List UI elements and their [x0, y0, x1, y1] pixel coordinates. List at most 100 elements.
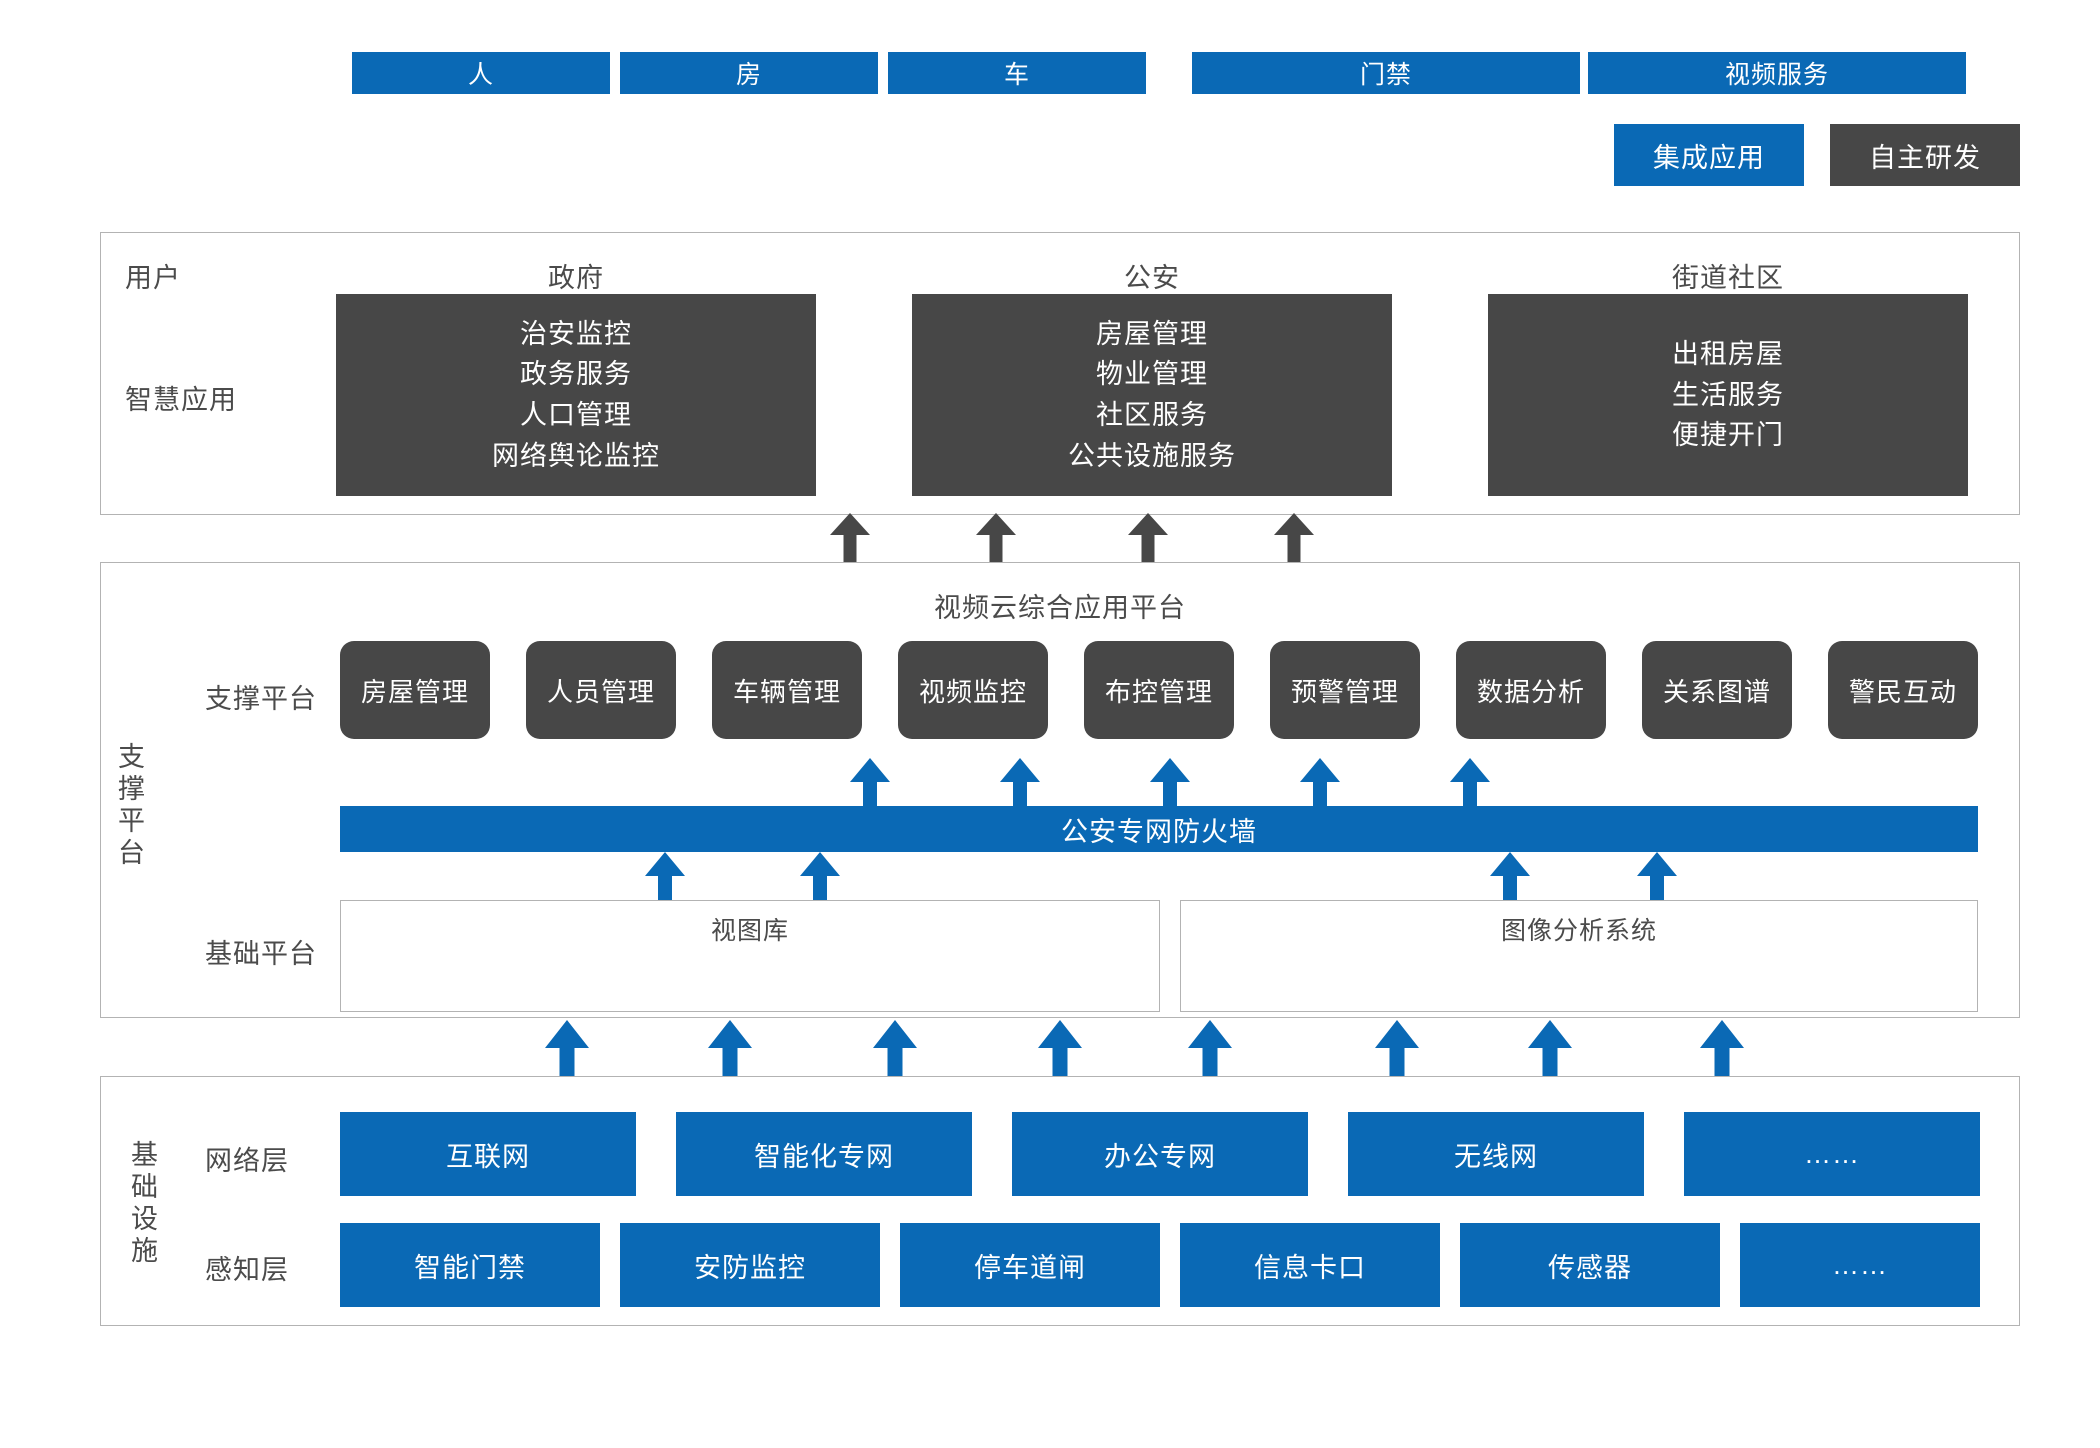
infrastructure-side-label: 基础设施: [127, 1140, 157, 1268]
perception-box-label: 传感器: [1548, 1252, 1632, 1283]
arrow-firewall-to-module-3: [1150, 758, 1190, 808]
network-box-label: 互联网: [446, 1141, 530, 1172]
arrow-infra-to-basic-2: [708, 1020, 752, 1076]
app-card-government: 治安监控 政务服务 人口管理 网络舆论监控: [336, 294, 816, 496]
support-module-label: 布控管理: [1104, 676, 1213, 707]
legend-label-self-developed: 自主研发: [1869, 142, 1981, 173]
app-column-title-street-community: 街道社区: [1672, 263, 1784, 293]
arrow-infra-to-basic-4: [1038, 1020, 1082, 1076]
row-label-user: 用户: [125, 263, 181, 293]
support-module-label: 房屋管理: [360, 676, 469, 707]
basic-chip-vehicle[interactable]: 车: [888, 52, 1146, 94]
arrow-infra-to-basic-3: [873, 1020, 917, 1076]
network-box-office-private-network[interactable]: 办公专网: [1012, 1112, 1308, 1196]
support-module-vehicle[interactable]: 车辆管理: [712, 641, 862, 739]
support-module-label: 视频监控: [918, 676, 1027, 707]
perception-box-security-surveillance[interactable]: 安防监控: [620, 1223, 880, 1307]
app-card-public-security: 房屋管理 物业管理 社区服务 公共设施服务: [912, 294, 1392, 496]
perception-box-label: 信息卡口: [1254, 1252, 1366, 1283]
network-box-label: ……: [1804, 1138, 1860, 1169]
arrow-infra-to-basic-1: [545, 1020, 589, 1076]
basic-chip-label: 车: [1003, 61, 1030, 89]
arrow-basic-to-firewall-1: [645, 852, 685, 902]
network-box-internet[interactable]: 互联网: [340, 1112, 636, 1196]
platform-title: 视频云综合应用平台: [934, 593, 1186, 623]
legend-item-integrated: 集成应用: [1614, 124, 1804, 186]
arrow-basic-to-firewall-2: [800, 852, 840, 902]
app-item-street-community-0: 出租房屋: [1672, 339, 1784, 370]
basic-chip-label: 门禁: [1359, 61, 1412, 89]
support-module-relationship-graph[interactable]: 关系图谱: [1642, 641, 1792, 739]
perception-box-ellipsis[interactable]: ……: [1740, 1223, 1980, 1307]
support-module-deployment-control[interactable]: 布控管理: [1084, 641, 1234, 739]
firewall-bar: 公安专网防火墙: [340, 806, 1978, 852]
app-item-government-1: 政务服务: [520, 359, 632, 390]
arrow-basic-to-firewall-3: [1490, 852, 1530, 902]
arrow-firewall-to-module-5: [1450, 758, 1490, 808]
support-module-label: 车辆管理: [732, 676, 841, 707]
firewall-label: 公安专网防火墙: [1061, 816, 1257, 847]
arrow-infra-to-basic-5: [1188, 1020, 1232, 1076]
support-module-police-public-interaction[interactable]: 警民互动: [1828, 641, 1978, 739]
support-module-housing[interactable]: 房屋管理: [340, 641, 490, 739]
row-label-basic-platform: 基础平台: [205, 939, 317, 969]
basic-group-view-library: 视图库: [340, 900, 1160, 1012]
app-item-public-security-3: 公共设施服务: [1068, 440, 1236, 471]
app-column-title-government: 政府: [548, 263, 604, 293]
perception-box-label: 智能门禁: [414, 1252, 526, 1283]
perception-box-information-checkpoint[interactable]: 信息卡口: [1180, 1223, 1440, 1307]
basic-chip-label: 人: [467, 61, 494, 89]
arrow-infra-to-basic-7: [1528, 1020, 1572, 1076]
arrow-firewall-to-module-4: [1300, 758, 1340, 808]
basic-group-title-view-library: 视图库: [710, 917, 789, 945]
basic-chip-person[interactable]: 人: [352, 52, 610, 94]
perception-box-parking-barrier[interactable]: 停车道闸: [900, 1223, 1160, 1307]
basic-chip-access-control[interactable]: 门禁: [1192, 52, 1580, 94]
perception-box-label: 停车道闸: [974, 1252, 1086, 1283]
row-label-support-platform: 支撑平台: [205, 684, 317, 714]
support-module-early-warning[interactable]: 预警管理: [1270, 641, 1420, 739]
platform-side-label: 支撑平台: [114, 742, 144, 870]
app-item-street-community-2: 便捷开门: [1672, 420, 1784, 451]
arrow-up-to-applications-1: [830, 513, 870, 563]
app-column-title-public-security: 公安: [1124, 263, 1180, 293]
perception-box-label: ……: [1832, 1249, 1888, 1280]
app-item-public-security-0: 房屋管理: [1096, 318, 1208, 349]
support-module-label: 人员管理: [546, 676, 655, 707]
arrow-firewall-to-module-1: [850, 758, 890, 808]
support-module-data-analysis[interactable]: 数据分析: [1456, 641, 1606, 739]
network-box-ellipsis[interactable]: ……: [1684, 1112, 1980, 1196]
network-box-label: 办公专网: [1104, 1141, 1216, 1172]
app-item-public-security-2: 社区服务: [1096, 400, 1208, 430]
arrow-firewall-to-module-2: [1000, 758, 1040, 808]
support-module-label: 预警管理: [1290, 676, 1399, 707]
perception-box-label: 安防监控: [694, 1252, 806, 1283]
app-item-government-0: 治安监控: [520, 318, 632, 349]
support-module-label: 数据分析: [1476, 676, 1585, 707]
legend-label-integrated: 集成应用: [1653, 142, 1765, 173]
basic-chip-video-service[interactable]: 视频服务: [1588, 52, 1966, 94]
app-item-public-security-1: 物业管理: [1096, 359, 1208, 390]
support-module-label: 关系图谱: [1662, 676, 1771, 707]
arrow-infra-to-basic-8: [1700, 1020, 1744, 1076]
arrow-basic-to-firewall-4: [1637, 852, 1677, 902]
app-item-street-community-1: 生活服务: [1672, 379, 1784, 410]
perception-box-smart-access-control[interactable]: 智能门禁: [340, 1223, 600, 1307]
network-box-label: 无线网: [1454, 1141, 1538, 1172]
arrow-up-to-applications-4: [1274, 513, 1314, 563]
network-box-intelligent-private-network[interactable]: 智能化专网: [676, 1112, 972, 1196]
support-module-video-surveillance[interactable]: 视频监控: [898, 641, 1048, 739]
perception-box-sensor[interactable]: 传感器: [1460, 1223, 1720, 1307]
support-module-personnel[interactable]: 人员管理: [526, 641, 676, 739]
basic-chip-house[interactable]: 房: [620, 52, 878, 94]
network-box-wireless-network[interactable]: 无线网: [1348, 1112, 1644, 1196]
basic-chip-label: 视频服务: [1724, 61, 1829, 89]
basic-group-image-analysis: 图像分析系统: [1180, 900, 1978, 1012]
legend: 集成应用 自主研发: [1614, 124, 2020, 186]
support-module-label: 警民互动: [1848, 676, 1957, 707]
arrow-infra-to-basic-6: [1375, 1020, 1419, 1076]
app-card-street-community: 出租房屋 生活服务 便捷开门: [1488, 294, 1968, 496]
app-item-government-3: 网络舆论监控: [492, 440, 660, 471]
arrow-up-to-applications-2: [976, 513, 1016, 563]
